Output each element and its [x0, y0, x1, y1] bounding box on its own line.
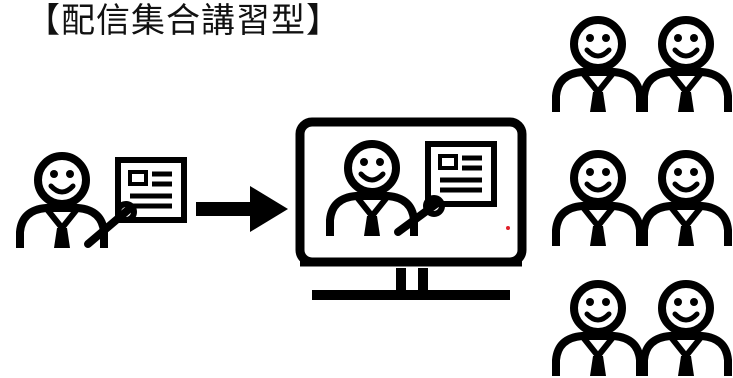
audience-person-icon — [644, 284, 728, 376]
audience-person-icon — [556, 20, 640, 112]
audience-person-icon — [644, 154, 728, 246]
arrow-right-icon — [196, 186, 288, 232]
audience-person-icon — [556, 154, 640, 246]
audience — [556, 20, 728, 376]
person-icon — [20, 156, 104, 248]
audience-person-icon — [644, 20, 728, 112]
presenter — [20, 156, 184, 248]
hand — [115, 201, 137, 223]
page-title: 【配信集合講習型】 — [26, 1, 341, 41]
red-dot — [506, 226, 510, 230]
presenter-on-screen — [330, 144, 510, 236]
monitor-icon — [295, 117, 527, 300]
whiteboard-icon — [428, 144, 494, 204]
person-icon — [330, 144, 414, 236]
audience-person-icon — [556, 284, 640, 376]
